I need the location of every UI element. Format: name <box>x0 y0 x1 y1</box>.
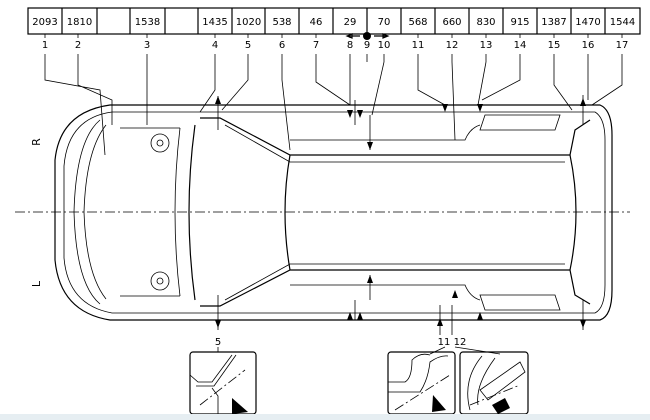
point-label: 14 <box>514 40 527 51</box>
point-label: 10 <box>378 40 391 51</box>
dimension-cell: 1470 <box>575 17 600 28</box>
dimension-cell: 46 <box>310 17 323 28</box>
dimension-cell: 915 <box>510 17 529 28</box>
point-label: 15 <box>548 40 561 51</box>
dimension-cell: 1387 <box>541 17 566 28</box>
car-outline <box>15 61 630 335</box>
dimension-cell: 568 <box>408 17 427 28</box>
dimension-cell: 660 <box>442 17 461 28</box>
dimension-cell: 2093 <box>32 17 57 28</box>
dimension-cell: 1544 <box>610 17 635 28</box>
point-label: 7 <box>313 40 319 51</box>
inset-detail-5: 5 <box>189 337 257 415</box>
point-label: 2 <box>75 40 81 51</box>
inset-detail-11-12: 11 12 <box>387 337 529 415</box>
dimension-cell: 538 <box>272 17 291 28</box>
point-label: 3 <box>144 40 150 51</box>
point-label: 16 <box>582 40 595 51</box>
bottom-strip <box>0 414 650 420</box>
point-label: 5 <box>245 40 251 51</box>
point-label: 4 <box>212 40 218 51</box>
dimension-cell: 1538 <box>135 17 160 28</box>
side-label-left: L <box>30 280 43 287</box>
dimension-table: 2093 1810 1538 1435 1020 538 46 29 70 568 660 830 91… <box>27 7 641 35</box>
point-label: 1 <box>42 40 48 51</box>
dimension-cell: 1020 <box>236 17 261 28</box>
point-label: 13 <box>480 40 493 51</box>
point-label: 12 <box>446 40 459 51</box>
dimension-cell: 1435 <box>202 17 227 28</box>
dimension-cell: 1810 <box>67 17 92 28</box>
svg-text:11 12: 11 12 <box>438 337 467 348</box>
dimension-cell: 70 <box>378 17 391 28</box>
dimension-cell: 830 <box>476 17 495 28</box>
side-label-right: R <box>30 138 43 146</box>
origin-marker <box>345 32 390 40</box>
point-label: 17 <box>616 40 629 51</box>
svg-text:5: 5 <box>215 337 221 348</box>
point-label: 8 <box>347 40 353 51</box>
point-label: 11 <box>412 40 425 51</box>
dimension-cell: 29 <box>344 17 357 28</box>
point-label: 9 <box>364 40 370 51</box>
point-label: 6 <box>279 40 285 51</box>
